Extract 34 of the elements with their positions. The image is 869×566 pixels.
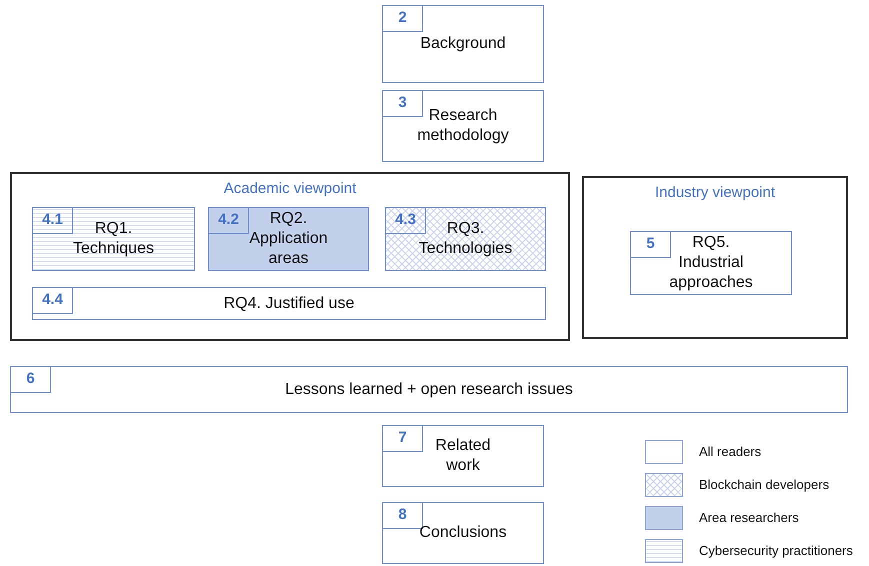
section-box [208,207,369,271]
section-title: RQ4. Justified use [224,294,354,314]
section-title: Related work [434,436,492,476]
section-number: 3 [383,91,423,117]
section-title: Background [420,34,506,54]
section-number: 4.2 [209,208,249,234]
section-number: 4.3 [386,208,426,234]
legend-label: Blockchain developers [699,476,830,494]
section-heading: Industry viewpoint [654,183,776,203]
section-number: 4.4 [33,288,73,314]
section-box [382,90,544,162]
section-box [382,5,544,83]
section-title: RQ2. Application areas [249,209,328,269]
section-box [32,207,195,271]
section-title: RQ1. Techniques [73,219,154,259]
section-frame [582,176,848,339]
section-number: 5 [631,232,671,258]
section-heading: Academic viewpoint [222,179,358,199]
section-number: 7 [383,426,423,452]
section-frame [10,172,570,341]
section-number: 2 [383,6,423,32]
section-box [382,502,544,564]
section-box [32,287,546,320]
section-title: RQ5. Industrial approaches [669,233,753,293]
legend-label: Cybersecurity practitioners [699,542,853,560]
section-box [382,425,544,487]
section-number: 4.1 [33,208,73,234]
section-box [630,231,792,295]
section-box [10,366,848,413]
legend-label: Area researchers [699,509,799,528]
section-number: 6 [11,367,51,393]
legend-label: All readers [699,443,762,462]
section-title: Lessons learned + open research issues [285,380,573,400]
section-box [385,207,546,271]
